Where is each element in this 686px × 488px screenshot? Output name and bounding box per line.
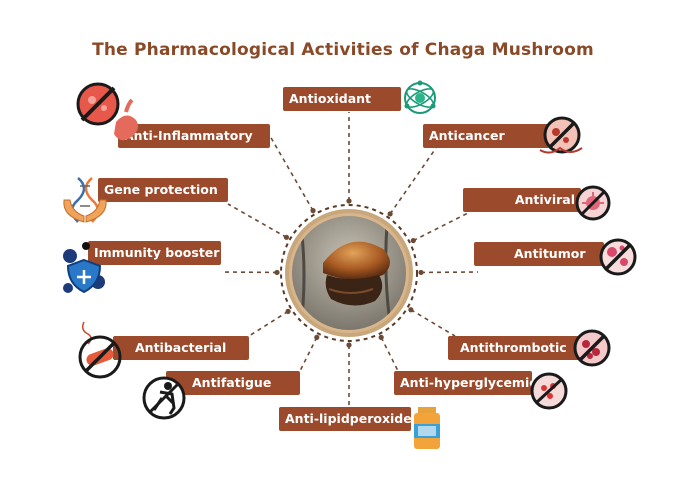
- label-gene-protection: Gene protection: [98, 178, 228, 202]
- connector-dot-immunity-booster: [274, 269, 280, 276]
- diagram-title: The Pharmacological Activities of Chaga …: [92, 40, 594, 60]
- connector-dot-antiviral: [410, 237, 416, 244]
- label-anti-lipidperoxide: Anti-lipidperoxide: [279, 407, 412, 431]
- connector-antifatigue: [299, 337, 318, 372]
- label-antioxidant: Antioxidant: [283, 87, 401, 111]
- connector-dot-antitumor: [418, 269, 424, 276]
- label-antitumor: Antitumor: [474, 242, 604, 266]
- connector-anti-inflammatory: [269, 135, 314, 212]
- label-anti-hyperglycemic: Anti-hyperglycemic: [394, 371, 537, 395]
- label-anticancer: Anticancer: [423, 124, 549, 148]
- connector-dot-anti-hyperglycemic: [378, 334, 384, 340]
- label-antiviral: Antiviral: [463, 188, 581, 212]
- connector-dot-anti-inflammatory: [310, 208, 316, 214]
- label-antifatigue: Antifatigue: [166, 371, 300, 395]
- connector-dot-antibacterial: [285, 308, 291, 314]
- label-antibacterial: Antibacterial: [113, 336, 249, 360]
- connector-gene-protection: [227, 203, 287, 239]
- connector-dot-gene-protection: [283, 234, 290, 240]
- label-immunity-booster: Immunity booster: [88, 241, 221, 265]
- connector-anticancer: [389, 147, 437, 215]
- chaga-mushroom-icon: [280, 204, 418, 342]
- connector-anti-hyperglycemic: [380, 337, 399, 372]
- connector-dot-anti-lipidperoxide: [346, 342, 352, 348]
- connector-dot-antithrombotic: [408, 307, 414, 313]
- connector-antiviral: [412, 211, 471, 242]
- label-antithrombotic: Antithrombotic: [448, 336, 588, 360]
- connector-dot-antifatigue: [314, 334, 320, 340]
- connector-dot-anticancer: [387, 211, 393, 217]
- connector-dot-antioxidant: [346, 198, 352, 204]
- connector-antithrombotic: [410, 309, 456, 337]
- label-anti-inflammatory: Anti-Inflammatory: [118, 124, 270, 148]
